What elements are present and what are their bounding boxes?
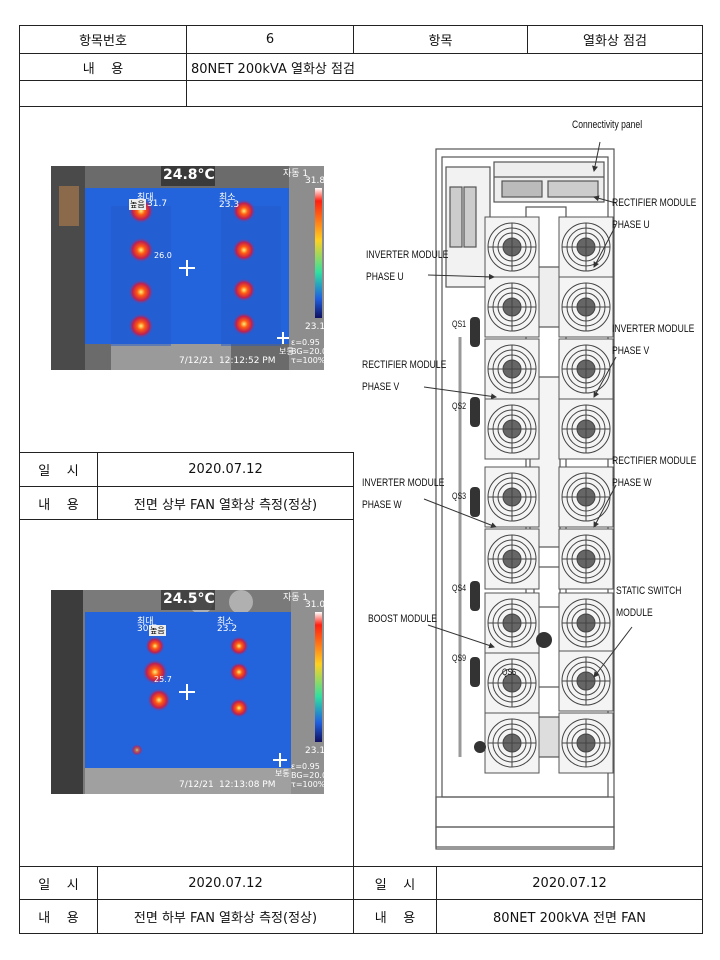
- thermal1-main-temp: 24.8°C: [163, 167, 215, 183]
- thermal2-time: 12:13:08 PM: [219, 780, 276, 790]
- fan-left-2: [484, 276, 540, 338]
- label-rectifier-w-2: PHASE W: [612, 477, 652, 489]
- label-inverter-v-1: INVERTER MODULE: [612, 323, 695, 335]
- label-qs3: QS3: [452, 491, 467, 501]
- thermal1-min-label: 최소: [219, 193, 236, 203]
- thermal2-transmission: τ=100%: [291, 780, 324, 789]
- thermal2-center-value: 25.7: [154, 675, 172, 684]
- section1-content-value: 전면 상부 FAN 열화상 측정(정상): [133, 497, 318, 513]
- label-qs1: QS1: [452, 319, 467, 329]
- thermal-image-upper-fan: 24.8°C 자동 1 31.8 23.1 최대 높음 31.7 최소 23.3…: [51, 166, 324, 370]
- thermal1-mode: 자동 1: [283, 169, 309, 179]
- label-inverter-u-1: INVERTER MODULE: [366, 249, 449, 261]
- fan-right-7: [558, 592, 614, 654]
- left-fan-column: [484, 216, 540, 774]
- thermal2-main-temp: 24.5°C: [163, 591, 215, 607]
- thermal1-max-label: 최대: [137, 193, 154, 203]
- section1-content-label: 내 용: [38, 497, 79, 513]
- label-boost-module: BOOST MODULE: [368, 613, 437, 625]
- label-static-switch-2: MODULE: [616, 607, 653, 619]
- label-qs2: QS2: [452, 401, 467, 411]
- thermal2-min-label: 최소: [217, 617, 234, 627]
- label-inverter-w-2: PHASE W: [362, 499, 402, 511]
- fan-right-9: [558, 712, 614, 774]
- thermal2-date: 7/12/21: [179, 780, 214, 790]
- label-rectifier-v-2: PHASE V: [362, 381, 400, 393]
- right-fan-column: [558, 216, 614, 774]
- thermal1-transmission: τ=100%: [291, 356, 324, 365]
- section2-date-label: 일 시: [38, 877, 79, 893]
- thermal2-scale-min: 23.1: [305, 746, 324, 756]
- thermal1-time: 12:12:52 PM: [219, 356, 276, 366]
- fan-right-3: [558, 338, 614, 400]
- section3-content-label: 내 용: [374, 911, 416, 926]
- fan-right-8: [558, 650, 614, 712]
- thermal1-emissivity: ε=0.95: [291, 338, 320, 347]
- label-rectifier-w-1: RECTIFIER MODULE: [612, 455, 697, 467]
- thermal1-scale-max: 31.8: [305, 176, 324, 186]
- section3-content-value: 80NET 200kVA 전면 FAN: [493, 911, 646, 926]
- label-inverter-w-1: INVERTER MODULE: [362, 477, 445, 489]
- fan-left-8: [484, 652, 540, 714]
- label-rectifier-u-1: RECTIFIER MODULE: [612, 197, 697, 209]
- thermal2-scale-max: 31.0: [305, 600, 324, 610]
- fan-left-5: [484, 466, 540, 528]
- fan-left-4: [484, 398, 540, 460]
- thermal1-min-value: 23.3: [219, 200, 240, 210]
- thermal1-date: 7/12/21: [179, 356, 214, 366]
- fan-left-7: [484, 592, 540, 654]
- section2-content-label: 내 용: [38, 911, 79, 926]
- thermal2-emissivity: ε=0.95: [291, 762, 320, 771]
- fan-right-2: [558, 276, 614, 338]
- thermal2-bg: BG=20.0: [291, 771, 324, 780]
- item-label: 항목: [428, 34, 453, 49]
- fan-right-5: [558, 466, 614, 528]
- thermal2-max-tag: 높음: [149, 625, 166, 636]
- section1-date-value: 2020.07.12: [188, 462, 263, 477]
- label-inverter-u-2: PHASE U: [366, 271, 404, 283]
- fan-left-1: [484, 216, 540, 278]
- fan-left-9: [484, 712, 540, 774]
- thermal1-bg: BG=20.0: [291, 347, 324, 356]
- thermal-image-upper-svg: [51, 166, 324, 370]
- thermal-image-lower-svg: [51, 590, 324, 794]
- section3-date-value: 2020.07.12: [532, 875, 607, 891]
- thermal2-max-value: 30.7: [137, 624, 158, 634]
- thermal1-max-value: 31.7: [147, 199, 168, 209]
- thermal2-mode: 자동 1: [283, 593, 309, 603]
- item-number-value: 6: [265, 32, 275, 47]
- label-connectivity-panel: Connectivity panel: [572, 119, 643, 131]
- label-qs6: QS6: [502, 667, 517, 677]
- thermal1-save-tag: 보통: [279, 347, 294, 356]
- thermal1-scale-min: 23.1: [305, 322, 324, 332]
- thermal2-save-tag: 보통: [275, 769, 290, 778]
- label-inverter-v-2: PHASE V: [612, 345, 650, 357]
- label-static-switch-1: STATIC SWITCH: [616, 585, 682, 597]
- item-value: 열화상 점검: [583, 34, 647, 49]
- label-rectifier-v-1: RECTIFIER MODULE: [362, 359, 447, 371]
- label-qs4: QS4: [452, 583, 467, 593]
- cabinet-drawing-svg: [423, 141, 633, 850]
- fan-right-1: [558, 216, 614, 278]
- fan-right-4: [558, 398, 614, 460]
- label-qs9: QS9: [452, 653, 467, 663]
- thermal-image-lower-fan: 24.5°C 자동 1 31.0 23.1 최대 30.7 높음 최소 23.2…: [51, 590, 324, 794]
- thermal2-max-label: 최대: [137, 617, 154, 627]
- content-value: 80NET 200kVA 열화상 점검: [191, 61, 355, 77]
- thermal1-center-value: 26.0: [154, 251, 172, 260]
- label-rectifier-u-2: PHASE U: [612, 219, 650, 231]
- section2-content-value: 전면 하부 FAN 열화상 측정(정상): [133, 911, 318, 926]
- section1-date-label: 일 시: [38, 464, 79, 479]
- fan-left-3: [484, 338, 540, 400]
- fan-left-6: [484, 528, 540, 590]
- fan-right-6: [558, 528, 614, 590]
- content-label: 내 용: [82, 61, 124, 77]
- section2-date-value: 2020.07.12: [188, 875, 263, 891]
- ups-cabinet-diagram: Connectivity panel INVERTER MODULE PHASE…: [354, 107, 702, 866]
- item-number-label: 항목번호: [79, 34, 127, 49]
- thermal1-max-tag: 높음: [129, 199, 146, 210]
- thermal2-min-value: 23.2: [217, 624, 238, 634]
- section3-date-label: 일 시: [374, 877, 416, 893]
